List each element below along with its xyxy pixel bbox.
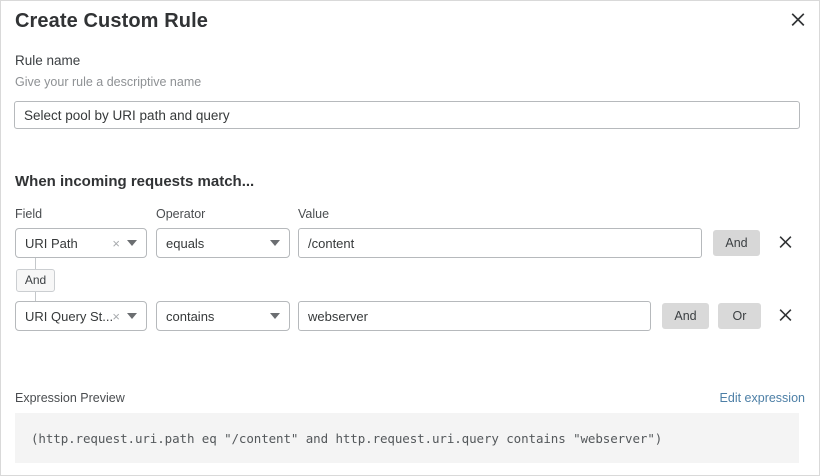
chevron-down-icon (127, 313, 137, 319)
close-icon (791, 12, 805, 26)
rule-name-input[interactable] (14, 101, 800, 129)
field-clear-icon[interactable]: × (112, 235, 120, 251)
row-1-remove-button[interactable] (774, 305, 796, 327)
field-select-1[interactable]: URI Query St... × (15, 301, 147, 331)
operator-select-0-value: equals (166, 235, 205, 251)
connector-line-top (35, 258, 36, 270)
operator-select-1[interactable]: contains (156, 301, 290, 331)
row-1-or-button[interactable]: Or (718, 303, 761, 329)
connector-and-button[interactable]: And (16, 269, 55, 292)
value-input-1[interactable] (298, 301, 651, 331)
field-clear-icon[interactable]: × (112, 308, 120, 324)
match-section-heading: When incoming requests match... (15, 173, 255, 190)
row-0-and-button[interactable]: And (713, 230, 760, 256)
row-1-and-button[interactable]: And (662, 303, 709, 329)
dialog-header: Create Custom Rule (1, 1, 819, 43)
close-dialog-button[interactable] (787, 8, 809, 30)
expression-preview-box: (http.request.uri.path eq "/content" and… (15, 413, 799, 463)
connector-line-bottom (35, 292, 36, 303)
close-icon (779, 308, 792, 324)
chevron-down-icon (270, 313, 280, 319)
field-select-0[interactable]: URI Path × (15, 228, 147, 258)
column-header-value: Value (298, 207, 330, 221)
rule-name-label: Rule name (15, 53, 81, 68)
chevron-down-icon (270, 240, 280, 246)
row-0-remove-button[interactable] (774, 232, 796, 254)
chevron-down-icon (127, 240, 137, 246)
column-header-operator: Operator (156, 207, 206, 221)
expression-preview-text: (http.request.uri.path eq "/content" and… (31, 430, 663, 446)
edit-expression-link[interactable]: Edit expression (719, 391, 805, 405)
field-select-1-value: URI Query St... (25, 308, 113, 324)
field-select-0-value: URI Path (25, 235, 78, 251)
close-icon (779, 235, 792, 251)
operator-select-1-value: contains (166, 308, 215, 324)
value-input-0[interactable] (298, 228, 702, 258)
expression-preview-label: Expression Preview (15, 391, 125, 405)
column-header-field: Field (15, 207, 43, 221)
operator-select-0[interactable]: equals (156, 228, 290, 258)
rule-name-hint: Give your rule a descriptive name (15, 75, 202, 89)
dialog-title: Create Custom Rule (15, 10, 208, 32)
